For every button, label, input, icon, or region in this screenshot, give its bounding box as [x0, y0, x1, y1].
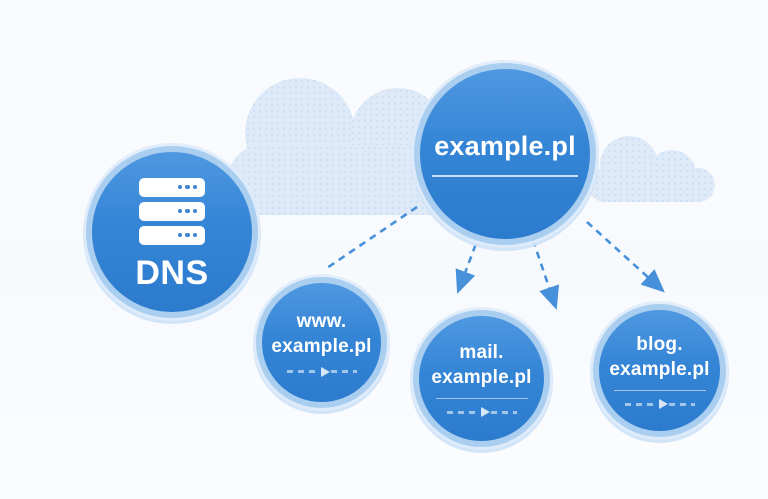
dns-label: DNS — [135, 253, 209, 292]
subdomain-label-line2: example.pl — [431, 366, 532, 388]
node-subdomain-blog: blog. example.pl — [593, 304, 726, 437]
node-dns-server: DNS — [86, 146, 258, 318]
subdomain-divider — [435, 397, 528, 400]
connector-root-to-blog — [586, 221, 665, 293]
server-icon — [139, 177, 205, 245]
server-rack-row — [139, 225, 205, 245]
cloud-right-base — [588, 168, 715, 202]
server-rack-row — [139, 201, 205, 221]
dashed-arrow-icon — [624, 399, 695, 410]
connector-root-down-right — [531, 239, 560, 310]
subdomain-label-line2: example.pl — [271, 335, 372, 357]
server-rack-row — [139, 177, 205, 197]
subdomain-label-line2: example.pl — [609, 358, 710, 380]
subdomain-label-line1: blog. — [636, 333, 683, 355]
dashed-arrow-icon — [446, 407, 517, 418]
connector-root-to-mail — [455, 232, 482, 294]
root-domain-label: example.pl — [434, 131, 576, 161]
node-root-domain: example.pl — [414, 63, 596, 245]
node-subdomain-mail: mail. example.pl — [413, 310, 550, 447]
subdomain-label-line1: www. — [296, 310, 347, 332]
root-domain-underline — [432, 175, 578, 177]
node-subdomain-www: www. example.pl — [256, 277, 387, 408]
subdomain-label-line1: mail. — [459, 341, 504, 363]
dashed-arrow-icon — [286, 366, 357, 377]
connector-root-to-www — [326, 205, 418, 270]
subdomain-divider — [613, 389, 706, 392]
